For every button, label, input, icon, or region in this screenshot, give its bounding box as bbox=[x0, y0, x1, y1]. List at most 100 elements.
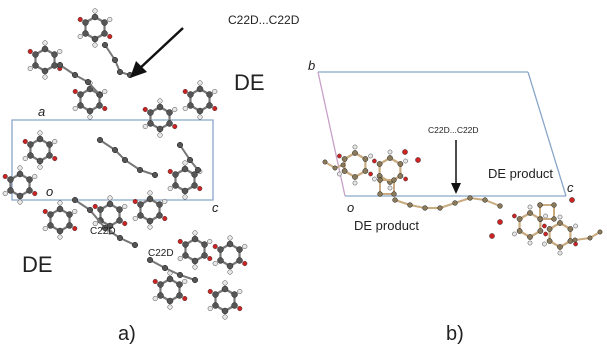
hydrogen-atom bbox=[337, 171, 342, 177]
hydrogen-atom bbox=[387, 149, 393, 155]
carbon-atom bbox=[71, 71, 79, 79]
hydrogen-atom bbox=[147, 190, 153, 196]
carbon-atom bbox=[146, 217, 154, 225]
oxygen-atom bbox=[212, 243, 218, 250]
carbon-atom bbox=[131, 241, 139, 249]
carbon-atom bbox=[96, 102, 103, 109]
carbon-atom bbox=[166, 275, 174, 283]
oxygen-atom bbox=[152, 278, 158, 285]
carbon-atom bbox=[27, 152, 34, 159]
carbon-atom bbox=[231, 302, 238, 309]
hydrogen-atom bbox=[72, 208, 78, 215]
carbon-atom bbox=[182, 241, 189, 248]
hydrogen-atom bbox=[57, 200, 63, 206]
oxygen-atom bbox=[402, 149, 408, 155]
carbon-atom bbox=[101, 224, 109, 232]
oxygen-atom bbox=[237, 305, 243, 312]
hydrogen-atom bbox=[37, 130, 43, 136]
carbon-atom bbox=[176, 292, 183, 299]
hydrogen-atom bbox=[92, 220, 98, 227]
oxygen-atom bbox=[177, 238, 183, 245]
carbon-atom bbox=[86, 85, 94, 93]
carbon-atom bbox=[166, 297, 174, 305]
carbon-atom bbox=[116, 206, 123, 213]
unit-cell-a bbox=[11, 119, 214, 201]
carbon-atom bbox=[187, 102, 194, 109]
molecule-label-bottom: DE bbox=[22, 252, 53, 277]
carbon-atom bbox=[467, 195, 473, 201]
carbon-atom bbox=[391, 191, 397, 197]
bond bbox=[574, 237, 591, 241]
carbon-atom bbox=[597, 229, 603, 235]
hydrogen-atom bbox=[172, 106, 178, 113]
carbon-atom bbox=[452, 200, 458, 206]
carbon-atom bbox=[497, 203, 503, 209]
axis-label-c-a: c bbox=[212, 200, 219, 215]
carbon-atom bbox=[352, 174, 358, 180]
carbon-atom bbox=[101, 41, 109, 49]
carbon-atom bbox=[111, 146, 119, 154]
carbon-atom bbox=[166, 120, 173, 127]
axis-label-a: a bbox=[38, 104, 45, 119]
hydrogen-atom bbox=[387, 185, 393, 191]
carbon-atom bbox=[546, 226, 553, 232]
carbon-atom bbox=[77, 91, 84, 98]
oxygen-atom bbox=[497, 219, 503, 225]
hydrogen-atom bbox=[573, 223, 578, 229]
carbon-atom bbox=[206, 102, 213, 109]
carbon-atom bbox=[191, 257, 199, 265]
carbon-atom bbox=[161, 264, 169, 272]
carbon-atom bbox=[527, 210, 533, 216]
carbon-atom bbox=[166, 109, 173, 116]
carbon-atom bbox=[407, 202, 413, 208]
oxygen-atom bbox=[72, 225, 78, 232]
carbon-atom bbox=[82, 30, 89, 37]
carbon-atom bbox=[567, 226, 574, 232]
hydrogen-atom bbox=[242, 243, 248, 250]
hydrogen-atom bbox=[107, 16, 113, 23]
carbon-atom bbox=[516, 228, 523, 234]
hydrogen-atom bbox=[17, 165, 23, 171]
carbon-atom bbox=[71, 196, 79, 204]
carbon-atom bbox=[47, 222, 54, 229]
carbon-atom bbox=[551, 202, 557, 208]
carbon-atom bbox=[191, 276, 199, 284]
carbon-atom bbox=[16, 192, 24, 200]
axis-label-o-b: o bbox=[347, 200, 354, 215]
hydrogen-atom bbox=[152, 295, 158, 302]
carbon-atom bbox=[376, 161, 383, 167]
carbon-atom bbox=[332, 165, 338, 171]
carbon-atom bbox=[397, 161, 404, 167]
carbon-atom bbox=[56, 61, 64, 69]
carbon-atom bbox=[41, 45, 49, 53]
carbon-atom bbox=[221, 307, 229, 315]
carbon-atom bbox=[116, 68, 124, 76]
carbon-atom bbox=[537, 202, 543, 208]
carbon-atom bbox=[231, 291, 238, 298]
carbon-atom bbox=[56, 205, 64, 213]
carbon-atom bbox=[157, 281, 164, 288]
contact-arrowhead-b bbox=[451, 183, 461, 194]
carbon-atom bbox=[136, 166, 144, 174]
carbon-atom bbox=[41, 67, 49, 75]
carbon-atom bbox=[217, 246, 224, 253]
hydrogen-atom bbox=[182, 278, 188, 285]
product-label-left: DE product bbox=[354, 218, 419, 233]
carbon-atom bbox=[56, 227, 64, 235]
oxygen-atom bbox=[182, 295, 188, 302]
carbon-atom bbox=[91, 13, 99, 21]
carbon-atom bbox=[191, 235, 199, 243]
hydrogen-atom bbox=[182, 194, 188, 200]
hydrogen-atom bbox=[92, 8, 98, 14]
oxygen-atom bbox=[337, 153, 342, 159]
oxygen-atom bbox=[172, 123, 178, 130]
carbon-atom bbox=[7, 187, 14, 194]
oxygen-atom bbox=[162, 215, 168, 222]
oxygen-atom bbox=[489, 233, 495, 239]
carbon-atom bbox=[172, 182, 179, 189]
carbon-atom bbox=[186, 156, 194, 164]
carbon-atom bbox=[191, 182, 198, 189]
carbon-atom bbox=[66, 222, 73, 229]
carbon-atom bbox=[392, 197, 398, 203]
contact-arrowhead-a bbox=[130, 61, 147, 78]
